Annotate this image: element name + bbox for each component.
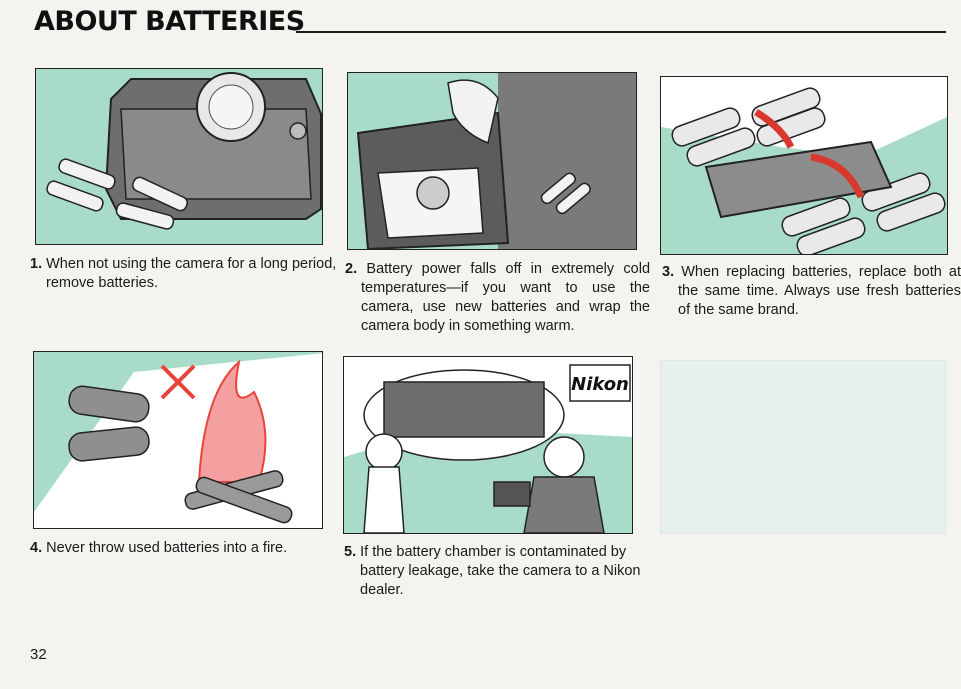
step-5-text: If the battery chamber is contaminated b… — [360, 544, 641, 598]
page-title: ABOUT BATTERIES — [34, 6, 305, 37]
page-number: 32 — [30, 646, 47, 663]
step-3-text: When replacing batteries, replace both a… — [678, 264, 961, 318]
fire-drawing — [34, 352, 322, 528]
step-1-number: 1. — [30, 256, 43, 272]
battery-holder-drawing — [661, 77, 947, 254]
nikon-logo: Nikon — [571, 374, 629, 395]
step-4-text: Never throw used batteries into a fire. — [46, 540, 288, 556]
step-3-caption: 3. When replacing batteries, replace bot… — [662, 263, 961, 320]
faded-ghost-panel — [660, 360, 946, 534]
illustration-remove-batteries — [35, 68, 323, 245]
illustration-nikon-dealer: Nikon — [343, 356, 633, 534]
illustration-cold-weather — [347, 72, 637, 250]
step-1-caption: 1. When not using the camera for a long … — [30, 255, 337, 293]
dealer-drawing: Nikon — [344, 357, 632, 533]
illustration-replace-batteries — [660, 76, 948, 255]
step-2-text: Battery power falls off in extremely col… — [361, 261, 651, 334]
title-rule — [296, 31, 946, 33]
step-4-caption: 4. Never throw used batteries into a fir… — [30, 539, 337, 558]
camera-case-drawing — [348, 73, 636, 249]
camera-batteries-drawing — [36, 69, 322, 244]
step-1-text: When not using the camera for a long per… — [46, 256, 337, 291]
step-2-number: 2. — [345, 261, 358, 277]
step-5-caption: 5. If the battery chamber is contaminate… — [344, 543, 648, 600]
illustration-no-fire — [33, 351, 323, 529]
step-3-number: 3. — [662, 264, 675, 280]
step-5-number: 5. — [344, 544, 357, 560]
step-4-number: 4. — [30, 540, 43, 556]
step-2-caption: 2. Battery power falls off in extremely … — [345, 260, 650, 336]
